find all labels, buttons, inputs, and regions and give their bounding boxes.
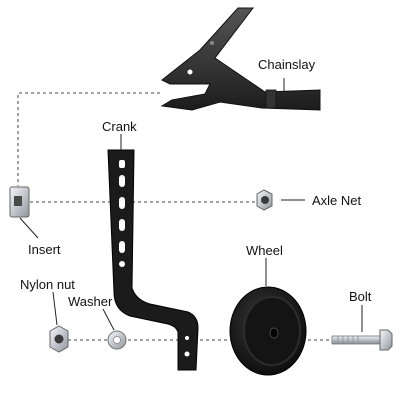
insert-icon xyxy=(9,186,30,218)
wheel-icon xyxy=(229,286,307,376)
guide-line-chainstay-to-insert xyxy=(17,92,160,186)
axle-nut-icon xyxy=(256,189,273,211)
washer-icon xyxy=(107,330,127,350)
leader-nylon-nut xyxy=(52,291,58,326)
leader-washer xyxy=(102,308,115,331)
axle-nut-label: Axle Net xyxy=(312,193,362,208)
washer-label: Washer xyxy=(68,294,113,309)
leader-lines xyxy=(19,78,363,332)
wheel-label: Wheel xyxy=(246,243,283,258)
crank-label: Crank xyxy=(102,119,137,134)
insert-label: Insert xyxy=(28,242,61,257)
chainstay-label: Chainslay xyxy=(258,57,316,72)
chainstay-icon xyxy=(160,7,321,111)
nylon-nut-label: Nylon nut xyxy=(20,277,75,292)
bolt-label: Bolt xyxy=(349,289,372,304)
crank-icon xyxy=(107,149,199,371)
nylon-nut-icon xyxy=(49,325,69,353)
leader-insert xyxy=(19,217,39,239)
bolt-icon xyxy=(331,329,393,351)
